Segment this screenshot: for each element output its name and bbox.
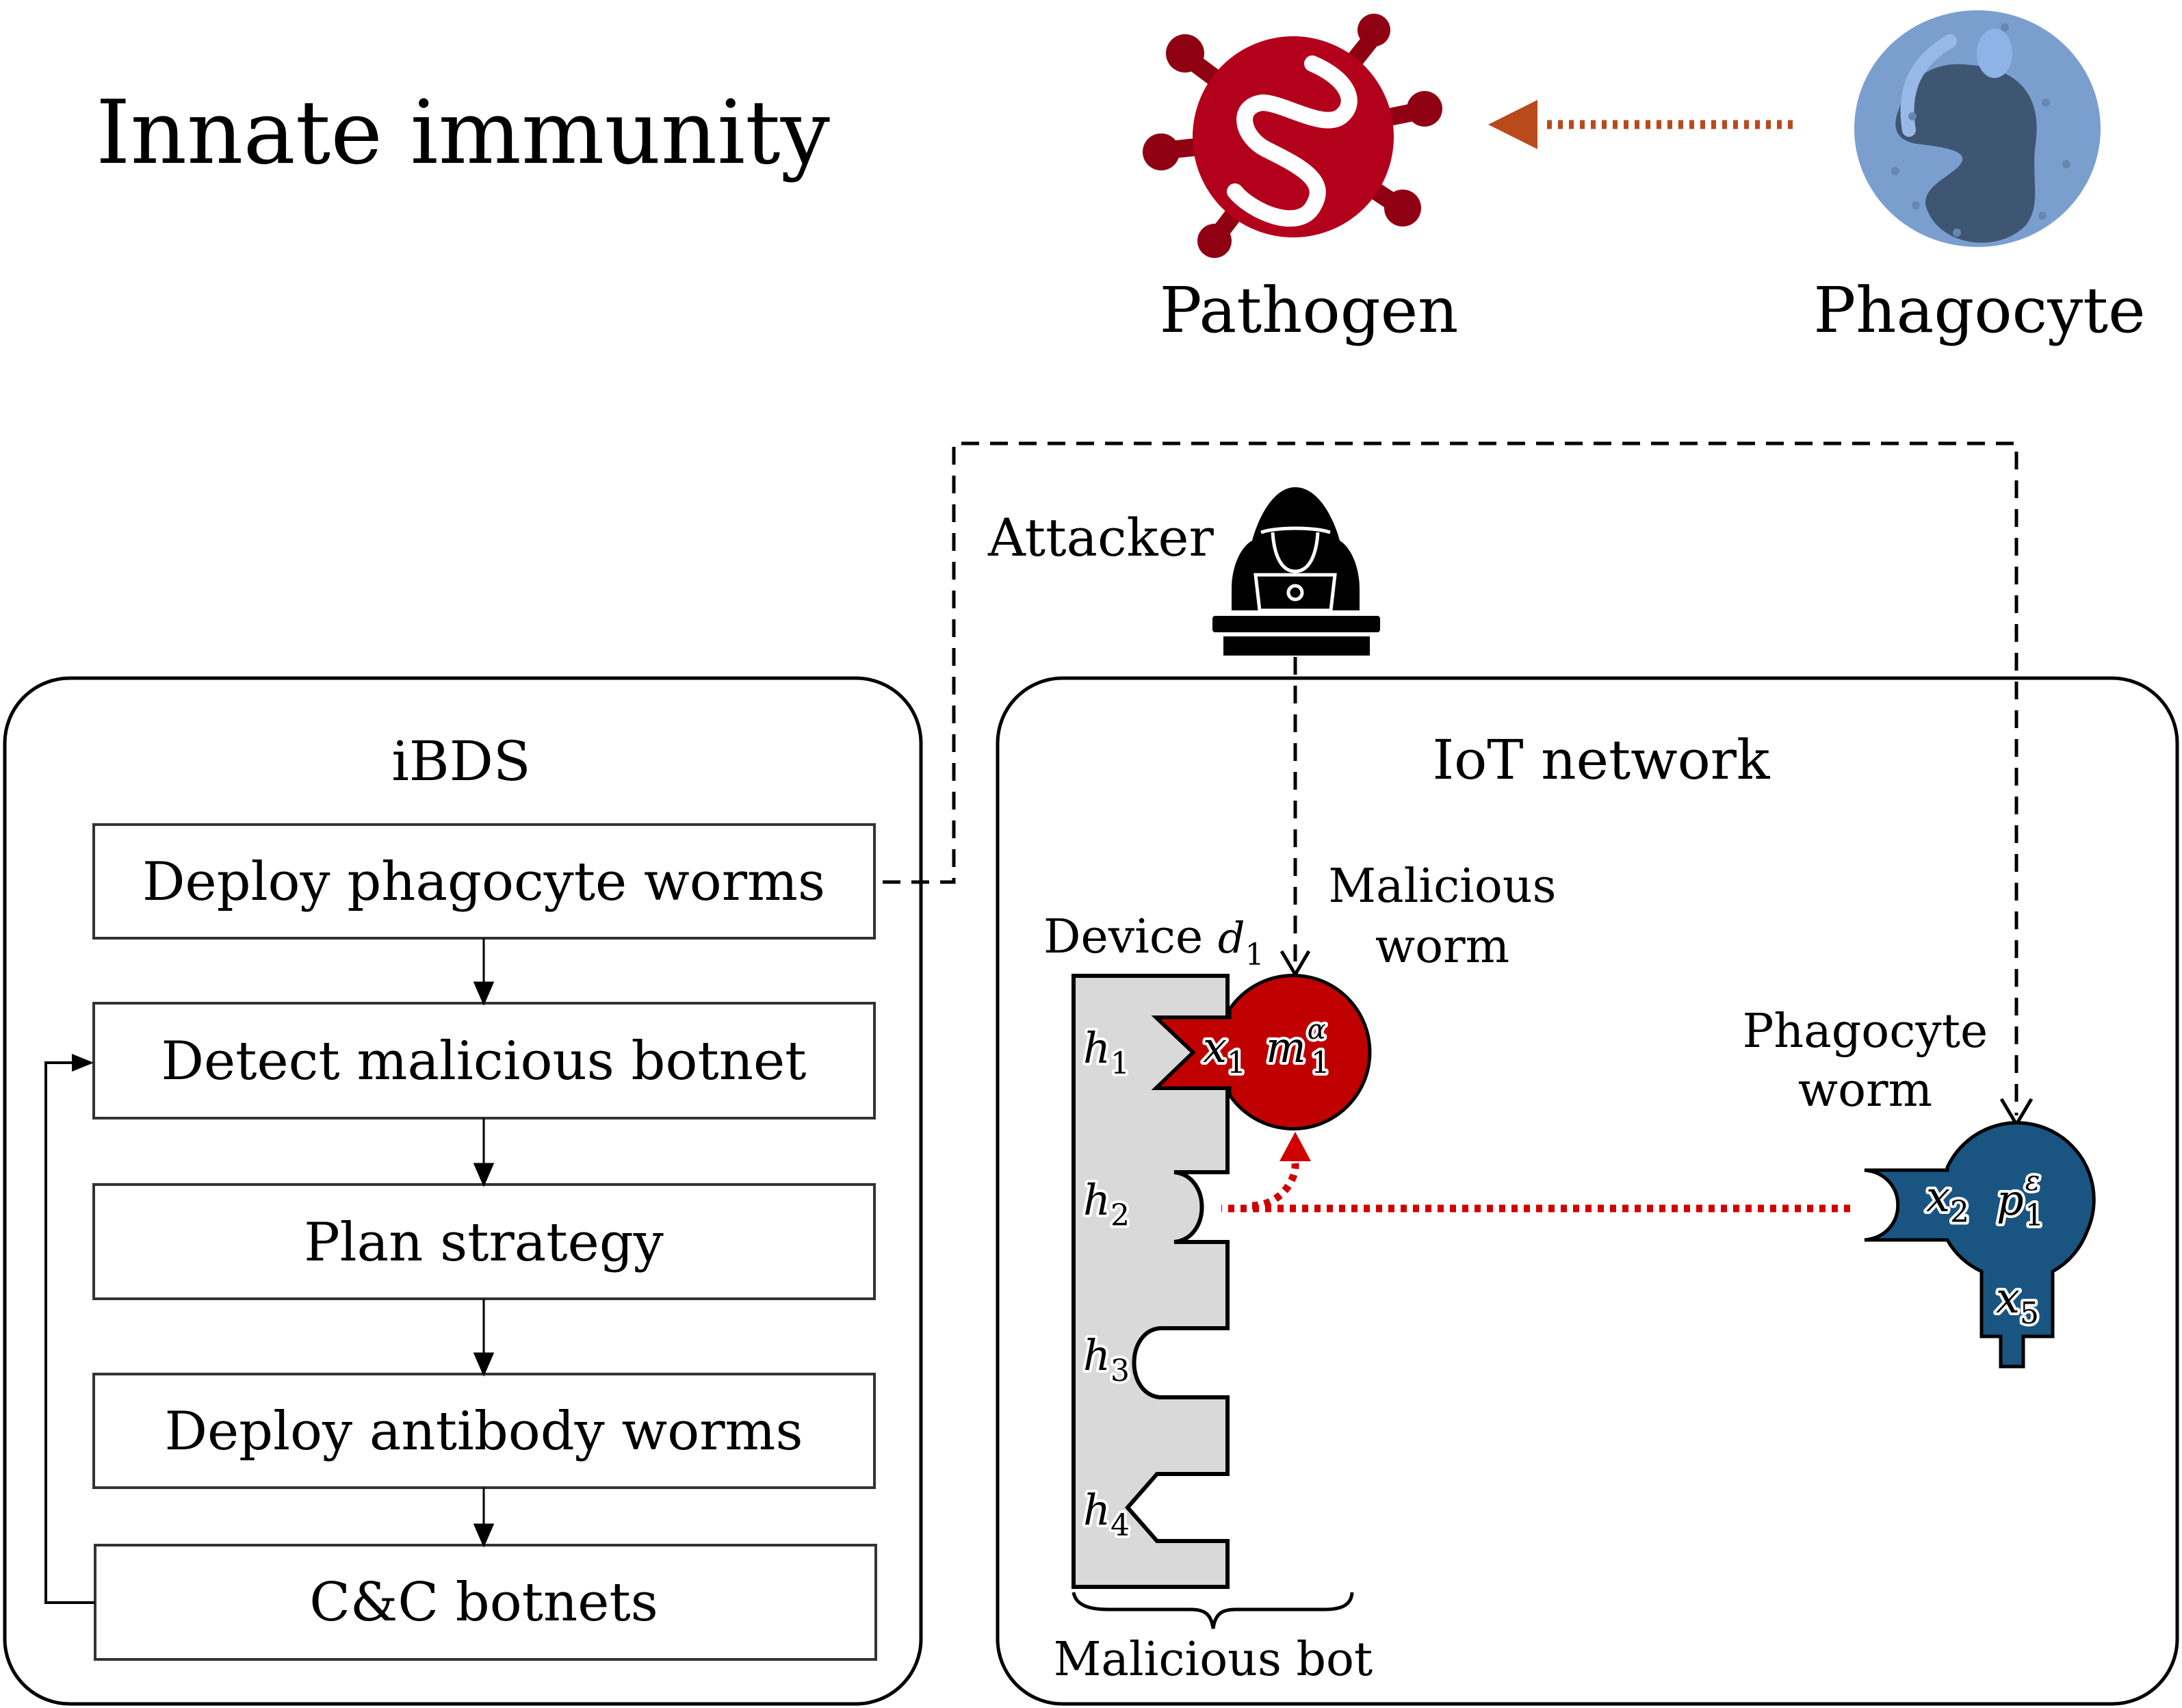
hole-h4-label: h4 — [1080, 1482, 1132, 1546]
iot-network-container — [996, 676, 2179, 1706]
arrowhead-right-icon — [72, 1054, 94, 1072]
phagocyte-worm-label-line2: worm — [1798, 1063, 1932, 1117]
malicious-bot-label: Malicious bot — [1054, 1633, 1373, 1687]
device-label: Device d1 — [1043, 910, 1264, 972]
step-label: C&C botnets — [309, 1572, 658, 1633]
arrowhead-up-icon — [1280, 1132, 1311, 1161]
page-title: Innate immunity — [96, 82, 830, 184]
arrowhead-down-icon — [473, 1352, 495, 1377]
arrowhead-left-icon — [1488, 100, 1537, 149]
hacker-icon — [1212, 487, 1380, 656]
svg-text:mα1: mα1 — [1266, 1014, 1330, 1081]
malicious-worm-label-line1: Malicious — [1328, 859, 1556, 914]
phagocyte-icon — [1854, 10, 2101, 247]
hole-h2-label: h2 — [1080, 1172, 1132, 1236]
ibds-title: iBDS — [391, 729, 530, 793]
step-label: Plan strategy — [304, 1212, 664, 1273]
step-label: Detect malicious botnet — [161, 1031, 806, 1092]
feedback-loop-arrow — [44, 1054, 95, 1604]
svg-text:pε1: pε1 — [1997, 1165, 2044, 1233]
device-d1[interactable] — [1071, 974, 1230, 1589]
malicious-worm-label-line2: worm — [1375, 920, 1509, 974]
step-label: Deploy antibody worms — [164, 1401, 803, 1462]
ibds-step-detect-botnet[interactable]: Detect malicious botnet — [92, 1002, 876, 1120]
hole-h1-label: h1 — [1080, 1020, 1132, 1084]
svg-text:x1: x1 — [1203, 1022, 1246, 1081]
step-label: Deploy phagocyte worms — [142, 851, 825, 913]
attacker-label: Attacker — [987, 507, 1215, 568]
svg-text:h4: h4 — [1083, 1485, 1130, 1543]
ibds-step-deploy-antibody[interactable]: Deploy antibody worms — [92, 1373, 876, 1489]
arrowhead-down-icon — [473, 981, 495, 1006]
svg-text:h2: h2 — [1083, 1175, 1130, 1233]
hole-h3-label: h3 — [1080, 1328, 1132, 1391]
ibds-step-plan-strategy[interactable]: Plan strategy — [92, 1183, 876, 1300]
device-var: d — [1218, 913, 1245, 963]
engulf-arrow — [1488, 100, 1793, 149]
device-label-prefix: Device — [1043, 910, 1218, 964]
device-sub: 1 — [1245, 937, 1264, 972]
phagocyte-attack-link — [1221, 1132, 1850, 1213]
svg-text:x5: x5 — [1996, 1273, 2039, 1331]
phagocyte-label: Phagocyte — [1813, 274, 2145, 347]
arrowhead-down-icon — [473, 1523, 495, 1548]
arrowhead-open-down-icon — [1999, 1098, 2034, 1128]
deploy-dashed-route — [883, 441, 2018, 1115]
ibds-step-deploy-phagocyte[interactable]: Deploy phagocyte worms — [92, 823, 876, 940]
arrowhead-down-icon — [473, 1163, 495, 1187]
ibds-container — [3, 676, 923, 1706]
malicious-bot-brace — [1071, 1592, 1354, 1629]
phagocyte-worm-label-line1: Phagocyte — [1743, 1005, 1988, 1059]
iot-network-title: IoT network — [1433, 728, 1771, 792]
svg-text:x2: x2 — [1926, 1172, 1969, 1230]
flow-arrows — [473, 938, 495, 1548]
pathogen-label: Pathogen — [1160, 274, 1459, 347]
svg-text:h1: h1 — [1083, 1023, 1130, 1081]
svg-text:h3: h3 — [1083, 1330, 1130, 1388]
ibds-step-cnc-botnets[interactable]: C&C botnets — [94, 1544, 877, 1661]
pathogen-icon — [1143, 14, 1442, 258]
